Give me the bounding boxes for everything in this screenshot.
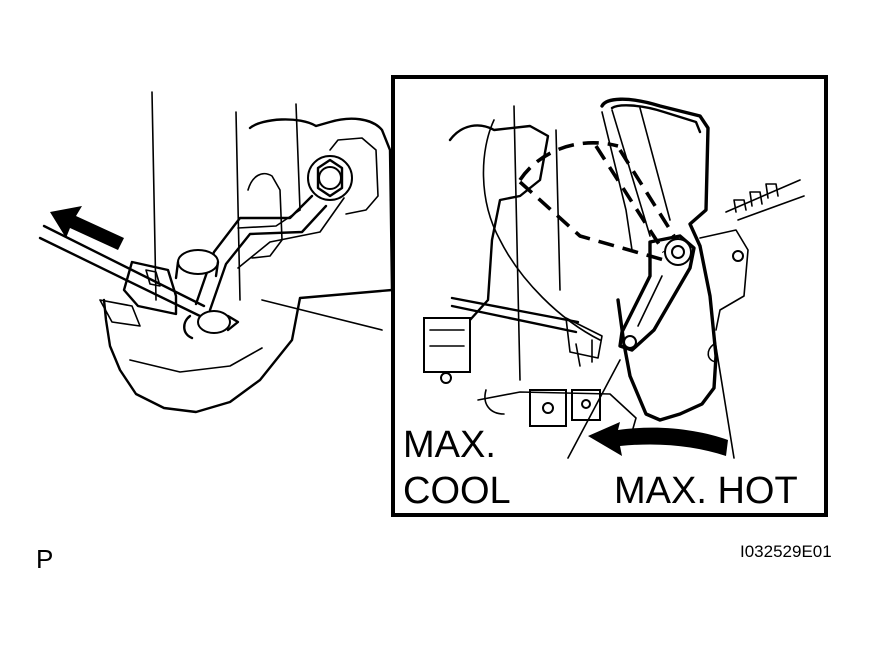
curved-arrow-left-icon	[588, 422, 728, 456]
detail-sweep-line-right	[711, 321, 735, 459]
housing-edge-mid	[235, 111, 241, 301]
detail-box-right	[571, 389, 601, 421]
figure-code: I032529E01	[740, 542, 832, 561]
lever-arm-slot	[637, 275, 663, 327]
detail-housing-vertical-2	[555, 129, 561, 291]
cable-end-pin	[197, 310, 231, 334]
link-arm-2	[208, 204, 328, 312]
detail-housing-arc	[482, 119, 601, 341]
heater-case-bottom	[129, 347, 263, 373]
door-panel-rib-2	[639, 107, 671, 221]
overall-view	[38, 91, 394, 414]
detail-box-right-bolt	[581, 399, 591, 409]
heater-case-rib	[329, 137, 379, 215]
link-arm-3	[237, 209, 301, 229]
cable-end-tip	[226, 314, 240, 332]
door-panel-rib-3	[601, 111, 633, 251]
cable-end-ring	[183, 314, 194, 340]
detail-right-hook	[707, 343, 717, 363]
clamp-tab	[99, 299, 141, 327]
arrow-left-icon	[50, 206, 124, 250]
detail-window	[391, 75, 828, 517]
label-max-cool-line2: COOL	[403, 470, 511, 512]
detail-cable-b	[450, 304, 578, 334]
control-cable-b	[42, 224, 206, 308]
control-cable-a	[38, 236, 202, 318]
pivot-knob	[177, 249, 219, 275]
detail-housing-vertical	[513, 105, 521, 381]
door-panel-outline	[600, 97, 718, 422]
link-arm-4	[237, 197, 345, 269]
lever-pivot-center	[671, 245, 685, 259]
door-panel-rim	[610, 104, 702, 134]
detail-cable-bracket	[565, 317, 603, 359]
door-position-max-hot	[600, 97, 718, 422]
heater-case-outline	[102, 117, 394, 414]
detail-right-frame	[699, 229, 749, 331]
door-panel-rib-1	[611, 109, 651, 237]
detail-box-mid-bolt	[542, 402, 554, 414]
cam-gear-hex	[316, 158, 344, 198]
leader-line	[261, 299, 383, 331]
detail-right-teeth	[733, 183, 779, 213]
detail-box-left-bolt	[440, 372, 452, 384]
link-arm-1	[194, 194, 314, 306]
door-position-max-cool	[518, 141, 676, 262]
detail-lower-curl	[484, 389, 505, 415]
label-max-cool-line1: MAX.	[403, 424, 496, 466]
detail-right-bolt	[732, 250, 744, 262]
lever-end-pin	[623, 335, 637, 349]
pivot-knob-shaft	[174, 260, 220, 280]
detail-cable-a	[450, 296, 580, 324]
cam-gear-inner	[318, 166, 342, 190]
detail-box-left	[423, 317, 471, 373]
detail-housing	[448, 124, 550, 332]
cable-clamp-body	[122, 260, 178, 316]
detail-right-vent	[725, 179, 805, 221]
view-marker: P	[36, 544, 54, 574]
detail-box-left-inner	[429, 329, 465, 347]
housing-edge-right	[295, 103, 301, 211]
label-max-hot: MAX. HOT	[614, 470, 798, 512]
detail-cable-bracket-pin	[575, 339, 593, 367]
detail-sweep-line-left	[567, 359, 621, 459]
housing-edge-left	[151, 91, 157, 301]
